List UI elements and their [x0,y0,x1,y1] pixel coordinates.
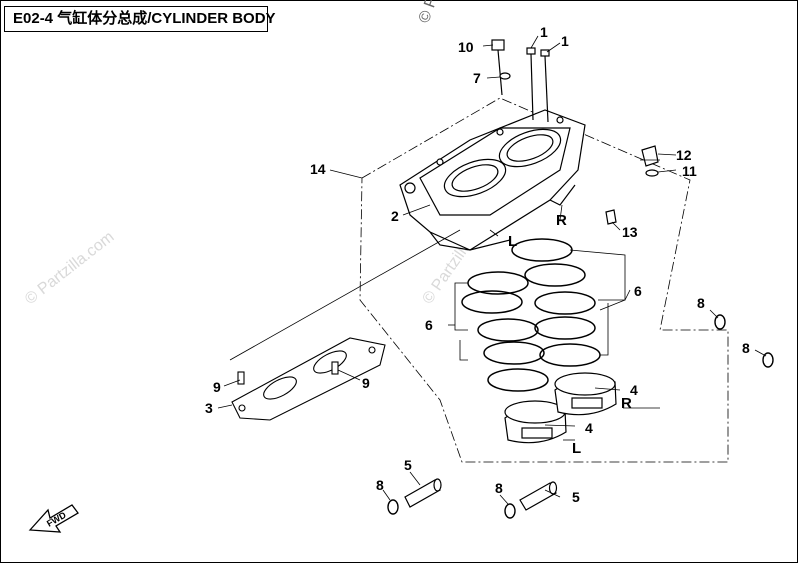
callout-number: 1 [540,24,548,40]
leader-lines [217,35,767,505]
callout-number: 10 [458,39,474,55]
callout-number: 6 [425,317,433,333]
watermark-corner: © Pa [416,0,444,25]
callout-number: 8 [495,480,503,496]
forward-arrow-icon: FWD [28,504,79,533]
circlip [387,314,774,519]
assembly-boundary [359,97,729,463]
callout-number: 6 [634,283,642,299]
callout-number: 3 [205,400,213,416]
callout-number: 4 [585,420,593,436]
callout-number: 1 [561,33,569,49]
callout-number: 11 [682,163,697,179]
piston-pin [404,478,558,511]
bolt [491,39,550,123]
cylinder-block [399,109,586,251]
callout-number: 7 [473,70,481,86]
callout-number: 5 [404,457,412,473]
ring-brackets [448,249,631,361]
diagram-title: E02-4 气缸体分总成/CYLINDER BODY [4,6,276,32]
piston [504,372,617,444]
callout-number: 8 [697,295,705,311]
side-label: L [572,440,581,457]
side-label: L [508,233,517,250]
callout-number: 8 [376,477,384,493]
callout-number: 4 [630,382,638,398]
piston-rings [461,238,601,392]
callout-number: 13 [622,224,638,240]
callout-number: 9 [213,379,221,395]
callout-number: 5 [572,489,580,505]
callout-number: 2 [391,208,399,224]
plug [605,145,659,225]
side-label: R [556,212,567,229]
callout-number: 14 [310,161,326,177]
callout-number: 12 [676,147,692,163]
side-label: R [621,395,632,412]
watermark: © Partzilla.com [22,228,117,308]
callout-number: 8 [742,340,750,356]
callout-number: 9 [362,375,370,391]
cylinder-gasket [231,337,386,421]
